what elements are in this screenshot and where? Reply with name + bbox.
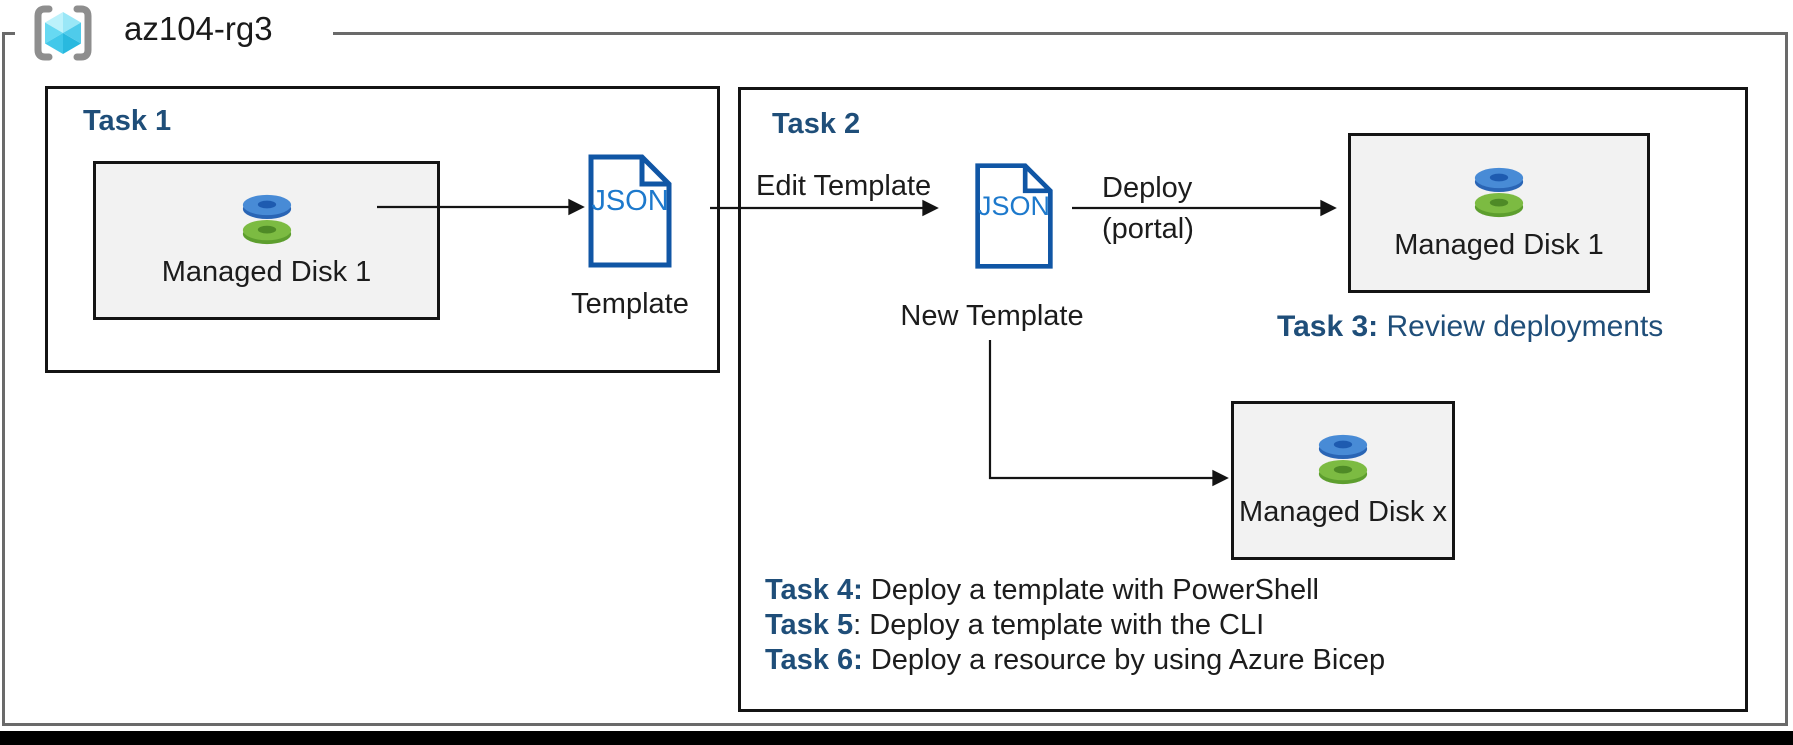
task4-caption: Task 4: Deploy a template with PowerShel… — [765, 573, 1385, 608]
managed-disk-icon — [242, 194, 291, 245]
task4-text: Deploy a template with PowerShell — [862, 574, 1319, 606]
task3-text: Review deployments — [1378, 310, 1664, 343]
task1-box — [45, 86, 720, 373]
new-template-label: New Template — [900, 300, 1084, 332]
task5-prefix: Task 5 — [765, 609, 854, 641]
disk-green — [242, 219, 291, 245]
task4-prefix: Task 4: — [765, 574, 863, 606]
resource-group-border-gap — [15, 29, 333, 39]
task6-caption: Task 6: Deploy a resource by using Azure… — [765, 643, 1385, 678]
resource-group-icon — [34, 5, 92, 61]
bottom-black-bar — [0, 731, 1793, 745]
managed-disk-1-label: Managed Disk 1 — [161, 256, 372, 288]
json-icon-label: JSON — [978, 191, 1050, 221]
json-document-icon: JSON — [975, 163, 1053, 269]
task6-text: Deploy a resource by using Azure Bicep — [862, 644, 1386, 676]
deployed-managed-disk-1-label: Managed Disk 1 — [1394, 228, 1604, 261]
deployed-managed-disk-1-box: Managed Disk 1 — [1348, 133, 1650, 293]
task6-prefix: Task 6: — [765, 644, 863, 676]
deploy-label: Deploy — [1102, 172, 1193, 204]
task2-title: Task 2 — [772, 108, 861, 140]
task-list: Task 4: Deploy a template with PowerShel… — [765, 573, 1385, 678]
resource-group-border — [2, 32, 1788, 726]
managed-disk-x-label: Managed Disk x — [1239, 496, 1447, 528]
disk-blue — [1474, 167, 1524, 192]
disk-blue — [242, 194, 291, 219]
template-label: Template — [571, 288, 689, 320]
deploy-portal-label: (portal) — [1102, 213, 1194, 245]
edit-template-label: Edit Template — [756, 170, 932, 202]
task1-title: Task 1 — [83, 105, 172, 137]
task3-prefix: Task 3: — [1277, 310, 1379, 343]
disk-green — [1474, 192, 1524, 217]
managed-disk-icon — [1318, 434, 1368, 485]
managed-disk-1-box: Managed Disk 1 — [93, 161, 440, 320]
json-icon-label: JSON — [591, 185, 668, 217]
managed-disk-icon — [1474, 167, 1524, 217]
task2-box — [738, 87, 1748, 712]
json-document-icon: JSON — [588, 154, 672, 268]
task5-text: : Deploy a template with the CLI — [853, 609, 1265, 641]
managed-disk-x-box: Managed Disk x — [1231, 401, 1455, 560]
resource-group-label: az104-rg3 — [124, 10, 273, 47]
task3-caption: Task 3: Review deployments — [1277, 310, 1663, 344]
disk-green — [1318, 459, 1368, 485]
disk-blue — [1318, 434, 1368, 459]
task5-caption: Task 5: Deploy a template with the CLI — [765, 608, 1385, 643]
